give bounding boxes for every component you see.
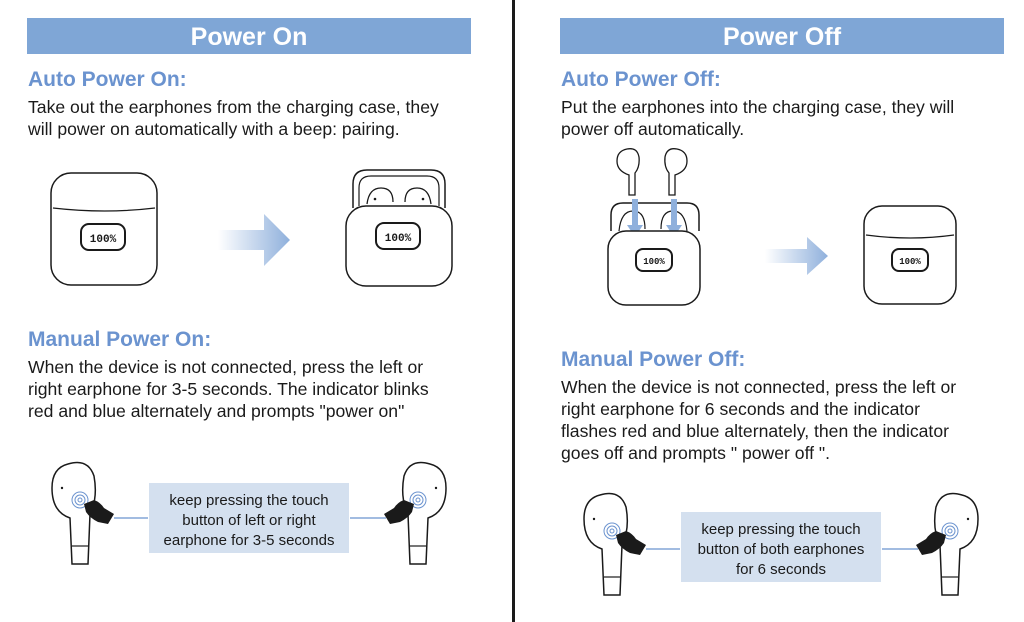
manual-power-off-line-1: When the device is not connected, press … xyxy=(561,377,957,397)
callout-line-1: keep pressing the touch xyxy=(169,492,329,509)
manual-power-on-line-1: When the device is not connected, press … xyxy=(28,357,424,377)
callout-line-1: keep pressing the touch xyxy=(701,521,861,538)
manual-power-off-callout: keep pressing the touch button of both e… xyxy=(681,512,881,582)
manual-power-off-line-2: right earphone for 6 seconds and the ind… xyxy=(561,399,920,419)
auto-power-on-line-2: will power on automatically with a beep:… xyxy=(28,119,400,139)
callout-line-2: button of both earphones xyxy=(697,541,865,558)
case-display-readout: 100% xyxy=(643,257,665,267)
auto-power-on-text: Take out the earphones from the charging… xyxy=(28,96,439,140)
auto-power-off-line-2: power off automatically. xyxy=(561,119,745,139)
manual-power-off-line-3: flashes red and blue alternately, then t… xyxy=(561,421,949,441)
manual-power-on-text: When the device is not connected, press … xyxy=(28,356,429,422)
power-off-banner: Power Off xyxy=(560,18,1004,54)
manual-power-on-line-3: red and blue alternately and prompts "po… xyxy=(28,401,405,421)
manual-power-off-line-4: goes off and prompts " power off ". xyxy=(561,443,831,463)
earbuds-into-case-image: 100% xyxy=(607,148,701,306)
auto-power-on-line-1: Take out the earphones from the charging… xyxy=(28,97,439,117)
auto-power-off-line-1: Put the earphones into the charging case… xyxy=(561,97,955,117)
closed-charging-case-image: 100% xyxy=(863,205,957,305)
auto-power-off-heading: Auto Power Off: xyxy=(561,68,721,91)
left-earbud-press-image xyxy=(51,461,148,565)
auto-power-off-text: Put the earphones into the charging case… xyxy=(561,96,954,140)
callout-line-2: button of left or right xyxy=(182,512,316,529)
gradient-right-arrow-icon xyxy=(218,214,290,266)
center-divider xyxy=(512,0,515,622)
auto-power-on-heading: Auto Power On: xyxy=(28,68,187,91)
right-earbud-press-image xyxy=(882,492,979,596)
manual-power-off-text: When the device is not connected, press … xyxy=(561,376,956,464)
open-charging-case-image: 100% xyxy=(345,169,453,287)
manual-power-on-callout: keep pressing the touch button of left o… xyxy=(149,483,349,553)
manual-power-off-heading: Manual Power Off: xyxy=(561,348,746,371)
case-display-readout: 100% xyxy=(899,257,921,267)
callout-line-3: for 6 seconds xyxy=(735,561,827,578)
manual-power-on-heading: Manual Power On: xyxy=(28,328,212,351)
callout-line-3: earphone for 3-5 seconds xyxy=(163,532,335,549)
gradient-right-arrow-icon xyxy=(765,237,828,275)
power-on-banner: Power On xyxy=(27,18,471,54)
case-display-readout: 100% xyxy=(385,233,412,245)
manual-power-on-line-2: right earphone for 3-5 seconds. The indi… xyxy=(28,379,429,399)
closed-charging-case-image: 100% xyxy=(50,172,158,286)
case-display-readout: 100% xyxy=(90,234,117,246)
right-earbud-press-image xyxy=(350,461,447,565)
left-earbud-press-image xyxy=(583,492,680,596)
